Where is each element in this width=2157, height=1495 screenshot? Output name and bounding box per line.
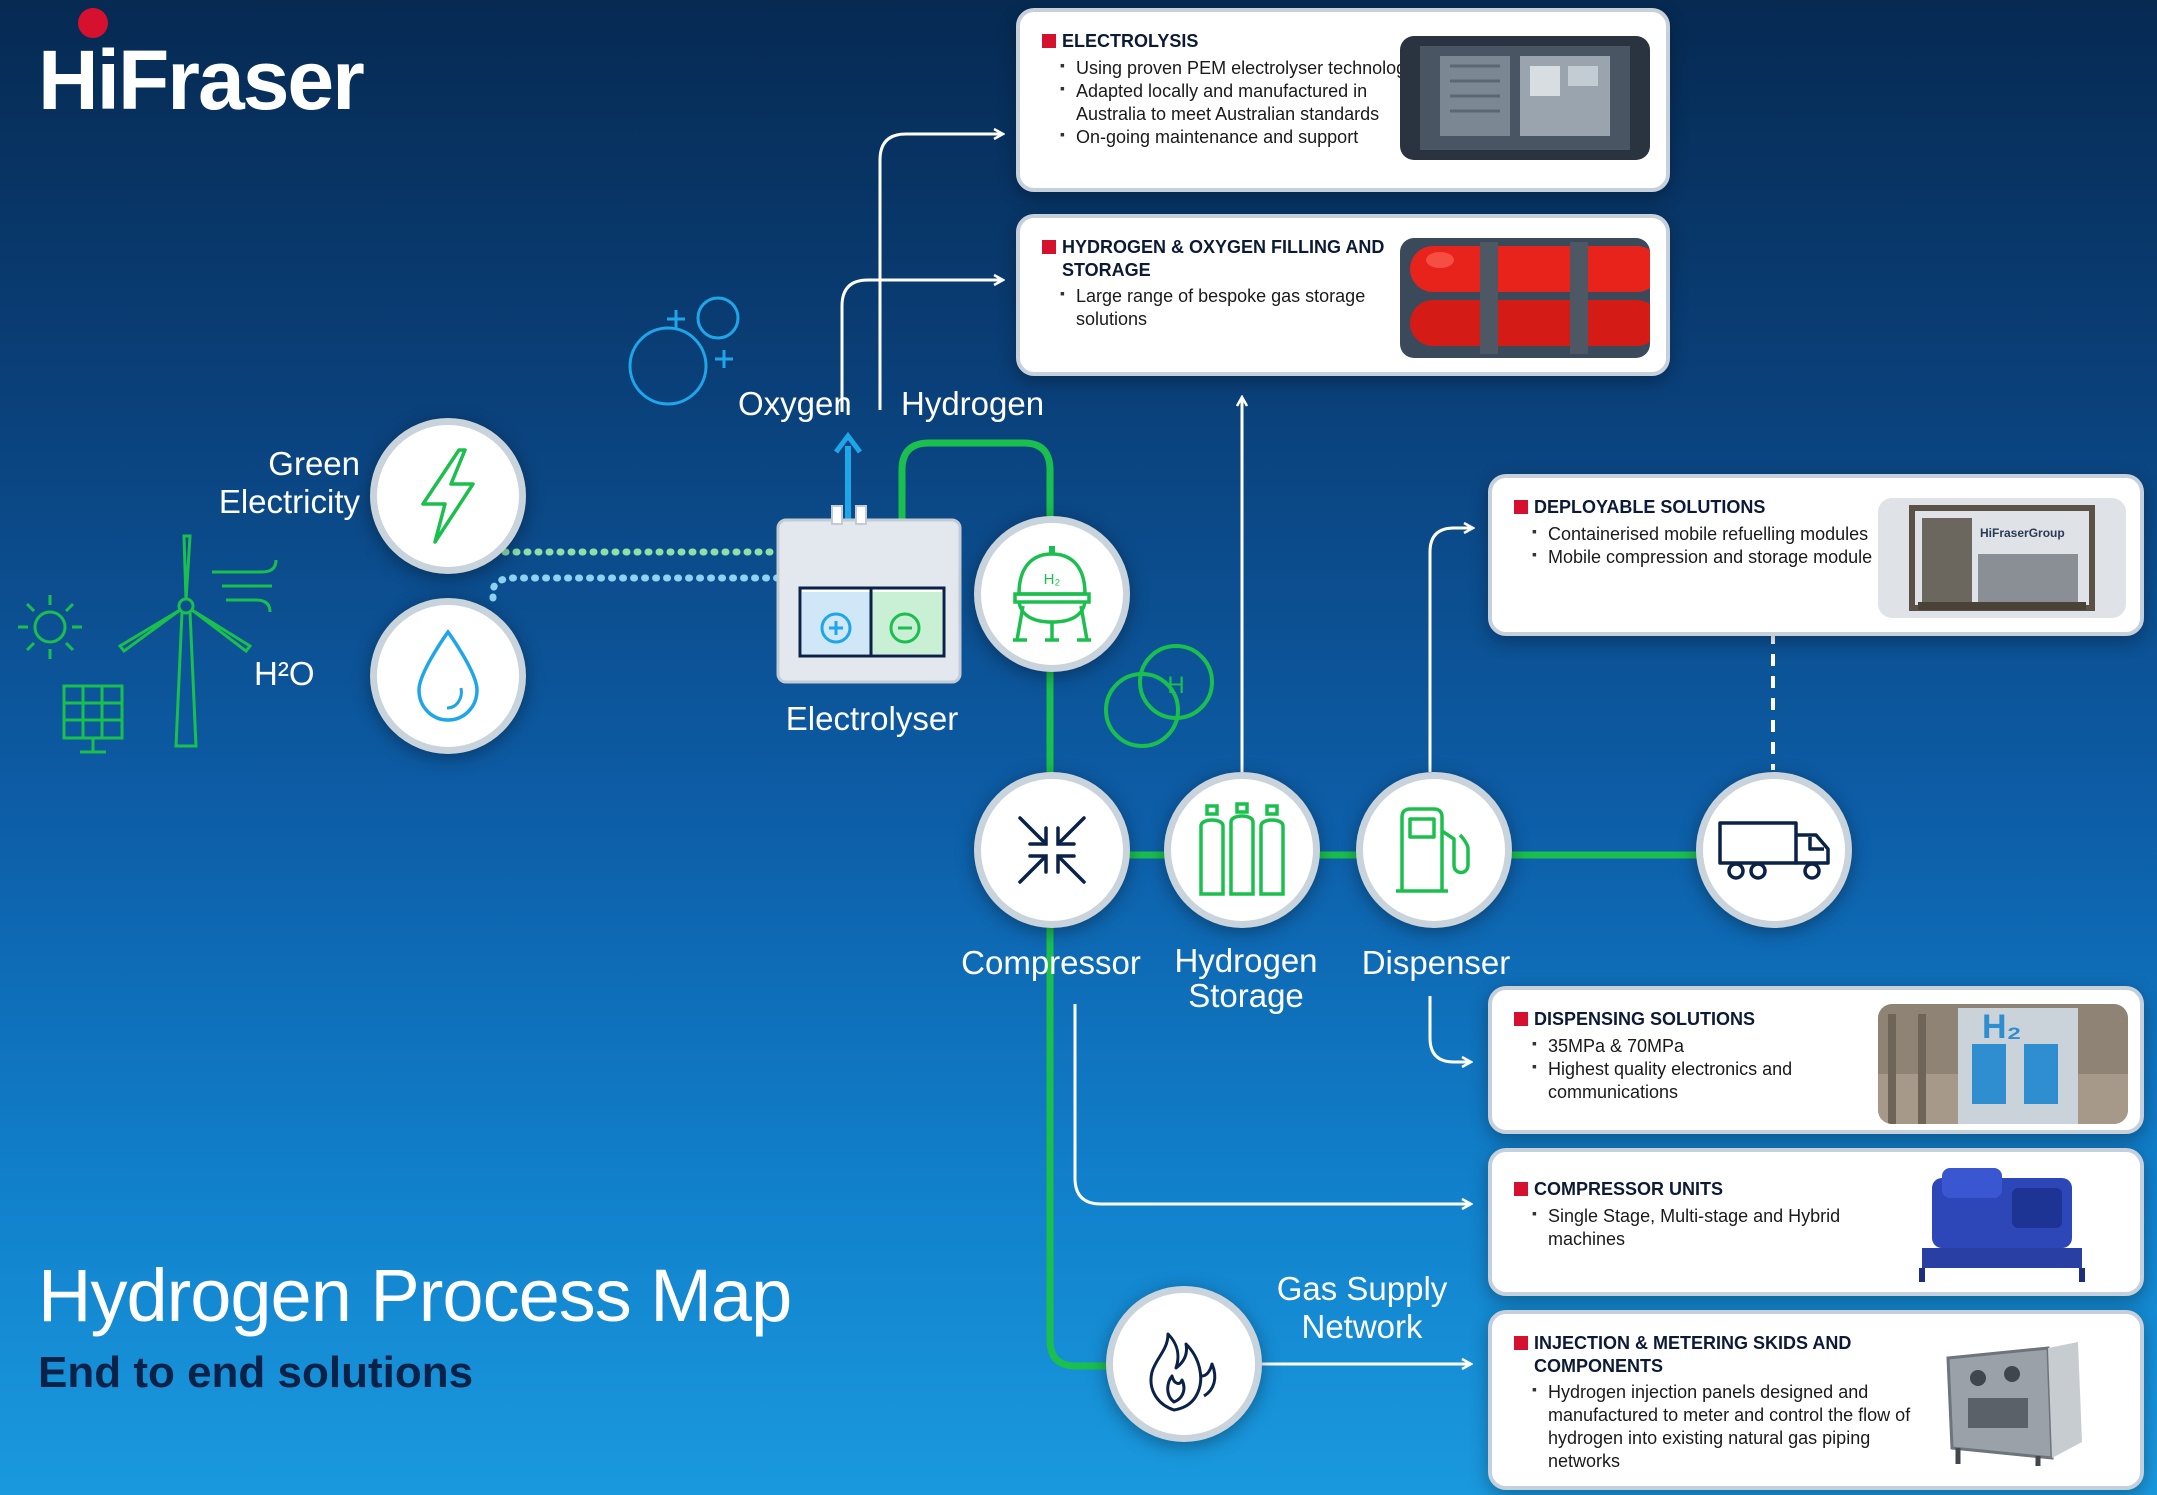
list-item: Using proven PEM electrolyser technology xyxy=(1060,57,1432,80)
page-subtitle: End to end solutions xyxy=(38,1348,474,1397)
sun-icon xyxy=(18,595,82,659)
card-electrolysis: ELECTROLYSIS Using proven PEM electrolys… xyxy=(1016,8,1670,192)
hydrogen-tank-icon: H₂ xyxy=(1013,546,1091,642)
arrow-to-deployable xyxy=(1428,528,1472,772)
dotted-water-line xyxy=(489,574,839,616)
node-water xyxy=(370,598,526,754)
label-gas-supply-network: Gas Supply Network xyxy=(1276,1270,1448,1345)
fuel-pump-icon xyxy=(1396,807,1470,893)
deployable-container-photo: HiFraserGroup xyxy=(1878,498,2126,618)
h2-tank-label: H₂ xyxy=(1044,571,1061,588)
h-atom-bubbles-icon xyxy=(1104,644,1214,748)
node-compressor xyxy=(974,772,1130,928)
label-compressor: Compressor xyxy=(961,944,1141,981)
wind-turbine-icon xyxy=(117,534,253,748)
list-item: Single Stage, Multi-stage and Hybrid mac… xyxy=(1532,1205,1894,1251)
card-injection-title: INJECTION & METERING SKIDS AND COMPONENT… xyxy=(1514,1332,1914,1377)
card-compressor-title: COMPRESSOR UNITS xyxy=(1514,1178,1894,1201)
injection-skid-photo xyxy=(1928,1338,2098,1468)
arrow-to-electrolysis xyxy=(878,134,1002,410)
list-item: Hydrogen injection panels designed and m… xyxy=(1532,1381,1914,1473)
label-oxygen: Oxygen xyxy=(738,385,852,422)
node-dispenser xyxy=(1356,772,1512,928)
list-item: Large range of bespoke gas storage solut… xyxy=(1060,285,1412,331)
label-green-electricity: Green Electricity xyxy=(218,445,360,520)
label-hydrogen-storage: Hydrogen Storage xyxy=(1174,942,1318,1014)
h-atom-label: H xyxy=(1167,672,1184,699)
truck-icon xyxy=(1718,821,1830,880)
node-hydrogen-storage xyxy=(1164,772,1320,928)
card-injection: INJECTION & METERING SKIDS AND COMPONENT… xyxy=(1488,1310,2144,1490)
compressor-unit-photo xyxy=(1912,1158,2092,1288)
card-electrolysis-title: ELECTROLYSIS xyxy=(1042,30,1432,53)
electrolyser-photo xyxy=(1400,36,1650,160)
arrow-to-compressor-units xyxy=(1073,1004,1470,1204)
electrolyser-icon xyxy=(776,505,962,684)
label-h2o: H²O xyxy=(254,655,315,692)
storage-cylinders-photo xyxy=(1400,238,1650,358)
page-title: Hydrogen Process Map xyxy=(38,1254,792,1337)
solar-panel-icon xyxy=(62,684,124,754)
card-deployable-title: DEPLOYABLE SOLUTIONS xyxy=(1514,496,1874,519)
water-drop-icon xyxy=(417,629,479,722)
node-gas-flame xyxy=(1106,1286,1262,1442)
card-injection-bullets: Hydrogen injection panels designed and m… xyxy=(1514,1381,1914,1473)
list-item: On-going maintenance and support xyxy=(1060,126,1432,149)
card-compressor-bullets: Single Stage, Multi-stage and Hybrid mac… xyxy=(1514,1205,1894,1251)
logo-text: HiFraser xyxy=(38,33,365,127)
dispenser-photo: H₂ xyxy=(1878,1004,2128,1124)
dispenser-h2-label: H₂ xyxy=(1982,1008,2022,1046)
flame-icon xyxy=(1149,1332,1217,1412)
list-item: Containerised mobile refuelling modules xyxy=(1532,523,1874,546)
card-dispensing: DISPENSING SOLUTIONS 35MPa & 70MPa Highe… xyxy=(1488,986,2144,1134)
lightning-bolt-icon xyxy=(421,448,475,544)
card-compressor-units: COMPRESSOR UNITS Single Stage, Multi-sta… xyxy=(1488,1148,2144,1296)
card-filling-bullets: Large range of bespoke gas storage solut… xyxy=(1042,285,1412,331)
gas-cylinders-icon xyxy=(1199,802,1285,896)
hifraser-logo: HiFraser xyxy=(38,8,365,122)
card-dispensing-bullets: 35MPa & 70MPa Highest quality electronic… xyxy=(1514,1035,1874,1104)
card-electrolysis-bullets: Using proven PEM electrolyser technology… xyxy=(1042,57,1432,149)
list-item: Highest quality electronics and communic… xyxy=(1532,1058,1874,1104)
label-electrolyser: Electrolyser xyxy=(785,700,959,737)
logo-dot-icon xyxy=(78,8,108,38)
green-process-line xyxy=(898,439,1110,1370)
card-filling-title: HYDROGEN & OXYGEN FILLING AND STORAGE xyxy=(1042,236,1412,281)
deployable-photo-brand: HiFraserGroup xyxy=(1980,526,2065,540)
compress-arrows-icon xyxy=(1018,816,1086,884)
wind-gust-icon xyxy=(212,559,278,613)
list-item: Adapted locally and manufactured in Aust… xyxy=(1060,80,1432,126)
card-deployable: DEPLOYABLE SOLUTIONS Containerised mobil… xyxy=(1488,474,2144,636)
list-item: Mobile compression and storage module xyxy=(1532,546,1874,569)
arrow-to-dispensing xyxy=(1428,996,1470,1062)
card-dispensing-title: DISPENSING SOLUTIONS xyxy=(1514,1008,1874,1031)
arrow-to-filling xyxy=(840,280,1002,412)
oxygen-bubbles-icon xyxy=(628,296,740,406)
list-item: 35MPa & 70MPa xyxy=(1532,1035,1874,1058)
card-deployable-bullets: Containerised mobile refuelling modules … xyxy=(1514,523,1874,569)
card-filling-storage: HYDROGEN & OXYGEN FILLING AND STORAGE La… xyxy=(1016,214,1670,376)
node-hydrogen-tank: H₂ xyxy=(974,516,1130,672)
node-truck xyxy=(1696,772,1852,928)
label-hydrogen: Hydrogen xyxy=(901,385,1045,422)
node-green-electricity xyxy=(370,418,526,574)
label-dispenser: Dispenser xyxy=(1361,944,1511,981)
